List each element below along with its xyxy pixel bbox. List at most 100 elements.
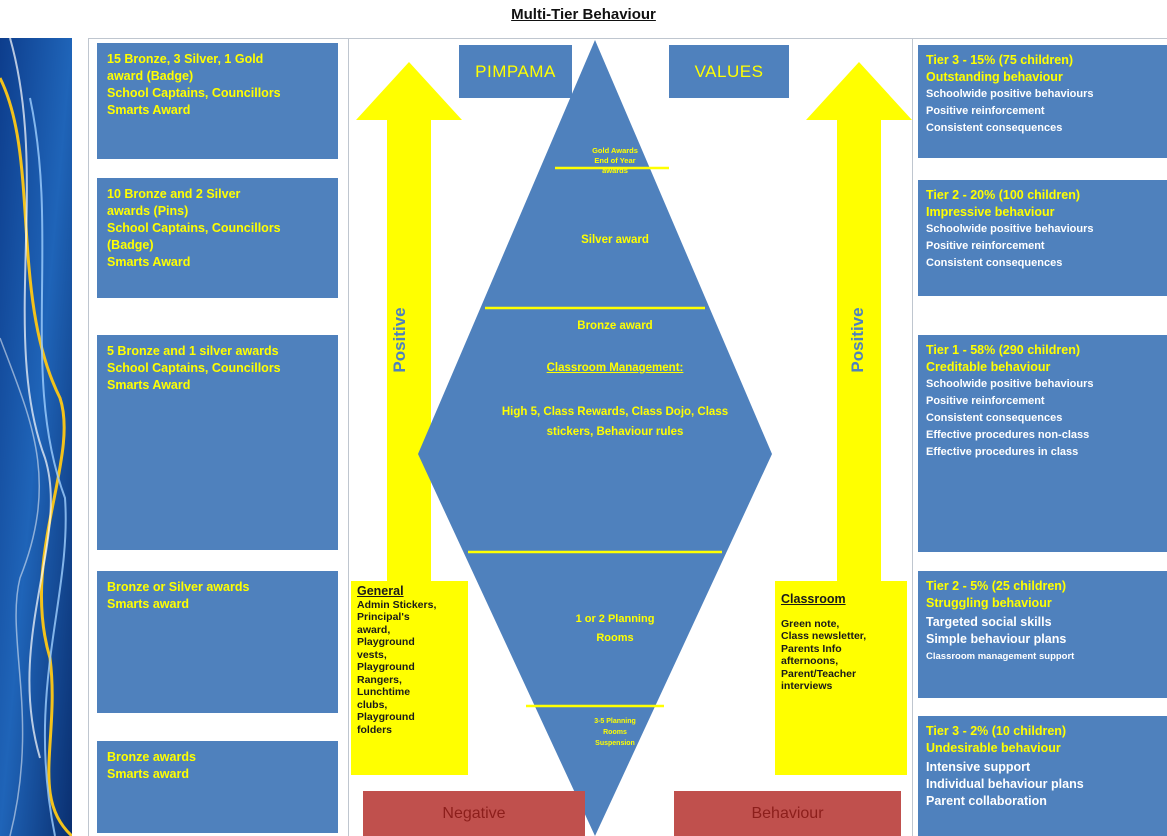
tier-item: Schoolwide positive behaviours: [926, 88, 1094, 100]
frame-divider-left: [88, 38, 89, 836]
classroom-management-text: High 5, Class Rewards, Class Dojo, Class…: [470, 402, 760, 442]
tier-item: Classroom management support: [926, 651, 1075, 662]
general-item: Principal's: [357, 611, 410, 623]
tier-box-struggling: Tier 2 - 5% (25 children) Struggling beh…: [918, 571, 1167, 698]
award-text: Smarts award: [107, 767, 189, 781]
tier-item: Effective procedures non-class: [926, 429, 1090, 441]
suspension-text: 3-5 Planning Rooms Suspension: [560, 716, 670, 749]
suspension-line: Rooms: [603, 729, 627, 736]
tier-subtitle: Undesirable behaviour: [926, 741, 1061, 755]
left-award-box-2: 10 Bronze and 2 Silver awards (Pins) Sch…: [97, 178, 338, 298]
award-text: 10 Bronze and 2 Silver: [107, 187, 241, 201]
values-label: VALUES: [669, 45, 789, 98]
general-item: folders: [357, 723, 393, 736]
award-text: awards (Pins): [107, 204, 189, 218]
tier-item: Intensive support: [926, 760, 1031, 774]
left-award-box-5: Bronze awards Smarts award: [97, 741, 338, 833]
negative-label: Negative: [363, 791, 585, 836]
tier-box-creditable: Tier 1 - 58% (290 children) Creditable b…: [918, 335, 1167, 552]
tier-title: Tier 3 - 2% (10 children): [926, 724, 1067, 738]
decorative-wave-image: [0, 38, 72, 836]
tier-item: Positive reinforcement: [926, 105, 1045, 117]
tier-item: Schoolwide positive behaviours: [926, 223, 1094, 235]
tier-subtitle: Creditable behaviour: [926, 360, 1051, 374]
general-item: Playground: [357, 636, 415, 648]
tier-item: Individual behaviour plans: [926, 777, 1084, 791]
gold-line: awards: [602, 166, 628, 175]
planning-rooms-text: 1 or 2 Planning Rooms: [530, 610, 700, 648]
general-heading: General: [357, 584, 404, 598]
tier-item: Consistent consequences: [926, 412, 1063, 424]
classroom-item: Class newsletter,: [781, 630, 867, 642]
award-text: 5 Bronze and 1 silver awards: [107, 344, 279, 358]
positive-up-arrow-right: [806, 62, 912, 590]
award-text: School Captains, Councillors: [107, 221, 281, 235]
behaviour-label: Behaviour: [674, 791, 901, 836]
behaviour-diamond: [418, 40, 772, 836]
general-item: Admin Stickers,: [357, 598, 437, 611]
tier-box-outstanding: Tier 3 - 15% (75 children) Outstanding b…: [918, 45, 1167, 158]
suspension-line: 3-5 Planning: [594, 718, 636, 725]
tier-item: Positive reinforcement: [926, 240, 1045, 252]
gold-line: End of Year: [594, 156, 636, 165]
general-strategies-box: General Admin Stickers, Principal's awar…: [351, 581, 468, 775]
classroom-strategies-box: Classroom Green note, Class newsletter, …: [775, 581, 907, 775]
planning-line: Rooms: [596, 632, 634, 644]
tier-subtitle: Outstanding behaviour: [926, 70, 1063, 84]
tier-subtitle: Struggling behaviour: [926, 596, 1052, 610]
tier-box-undesirable: Tier 3 - 2% (10 children) Undesirable be…: [918, 716, 1167, 836]
award-text: award (Badge): [107, 69, 194, 83]
classroom-line: stickers, Behaviour rules: [546, 426, 684, 438]
classroom-item: interviews: [781, 680, 833, 692]
general-item: vests,: [357, 648, 387, 661]
frame-top-border: [88, 38, 1167, 39]
tier-item: Parent collaboration: [926, 794, 1047, 808]
award-text: Smarts Award: [107, 255, 191, 269]
classroom-item: Parents Info: [781, 642, 842, 655]
classroom-line: High 5, Class Rewards, Class Dojo, Class: [501, 406, 729, 418]
positive-arrow-label-right: Positive: [848, 307, 867, 373]
tier-item: Simple behaviour plans: [926, 632, 1067, 646]
silver-award-text: Silver award: [581, 234, 649, 246]
tier-title: Tier 1 - 58% (290 children): [926, 343, 1080, 357]
frame-divider-center-left: [348, 38, 349, 836]
tier-item: Consistent consequences: [926, 257, 1063, 269]
classroom-heading: Classroom: [781, 592, 846, 606]
bronze-award-text: Bronze award: [577, 320, 653, 332]
award-text: School Captains, Councillors: [107, 86, 281, 100]
left-award-box-1: 15 Bronze, 3 Silver, 1 Gold award (Badge…: [97, 43, 338, 159]
award-text: Smarts Award: [107, 378, 191, 392]
tier-item: Effective procedures in class: [926, 446, 1079, 458]
award-text: (Badge): [107, 238, 154, 252]
tier-item: Positive reinforcement: [926, 395, 1045, 407]
gold-line: Gold Awards: [592, 146, 638, 155]
award-text: 15 Bronze, 3 Silver, 1 Gold: [107, 52, 264, 66]
tier-title: Tier 2 - 20% (100 children): [926, 188, 1080, 202]
award-text: Smarts Award: [107, 103, 191, 117]
classroom-item: Parent/Teacher: [781, 667, 857, 680]
left-award-box-3: 5 Bronze and 1 silver awards School Capt…: [97, 335, 338, 550]
tier-title: Tier 2 - 5% (25 children): [926, 579, 1067, 593]
pimpama-label: PIMPAMA: [459, 45, 572, 98]
award-text: Smarts award: [107, 597, 189, 611]
positive-arrow-label-left: Positive: [390, 307, 409, 373]
award-text: School Captains, Councillors: [107, 361, 281, 375]
planning-line: 1 or 2 Planning: [575, 613, 655, 625]
general-item: Rangers,: [357, 673, 402, 686]
classroom-item: Green note,: [781, 617, 840, 630]
suspension-line: Suspension: [595, 740, 635, 747]
general-item: award,: [357, 623, 391, 636]
classroom-management-heading: Classroom Management:: [546, 362, 684, 374]
tier-box-impressive: Tier 2 - 20% (100 children) Impressive b…: [918, 180, 1167, 296]
frame-divider-center-right: [912, 38, 913, 836]
tier-item: Schoolwide positive behaviours: [926, 378, 1094, 390]
tier-item: Targeted social skills: [926, 615, 1052, 629]
award-text: Bronze awards: [107, 750, 196, 764]
positive-up-arrow-left: [356, 62, 462, 590]
classroom-item: afternoons,: [781, 655, 839, 667]
tier-item: Consistent consequences: [926, 122, 1063, 134]
left-award-box-4: Bronze or Silver awards Smarts award: [97, 571, 338, 713]
award-text: Bronze or Silver awards: [107, 580, 250, 594]
page-title: Multi-Tier Behaviour: [511, 6, 656, 23]
tier-title: Tier 3 - 15% (75 children): [926, 53, 1074, 67]
